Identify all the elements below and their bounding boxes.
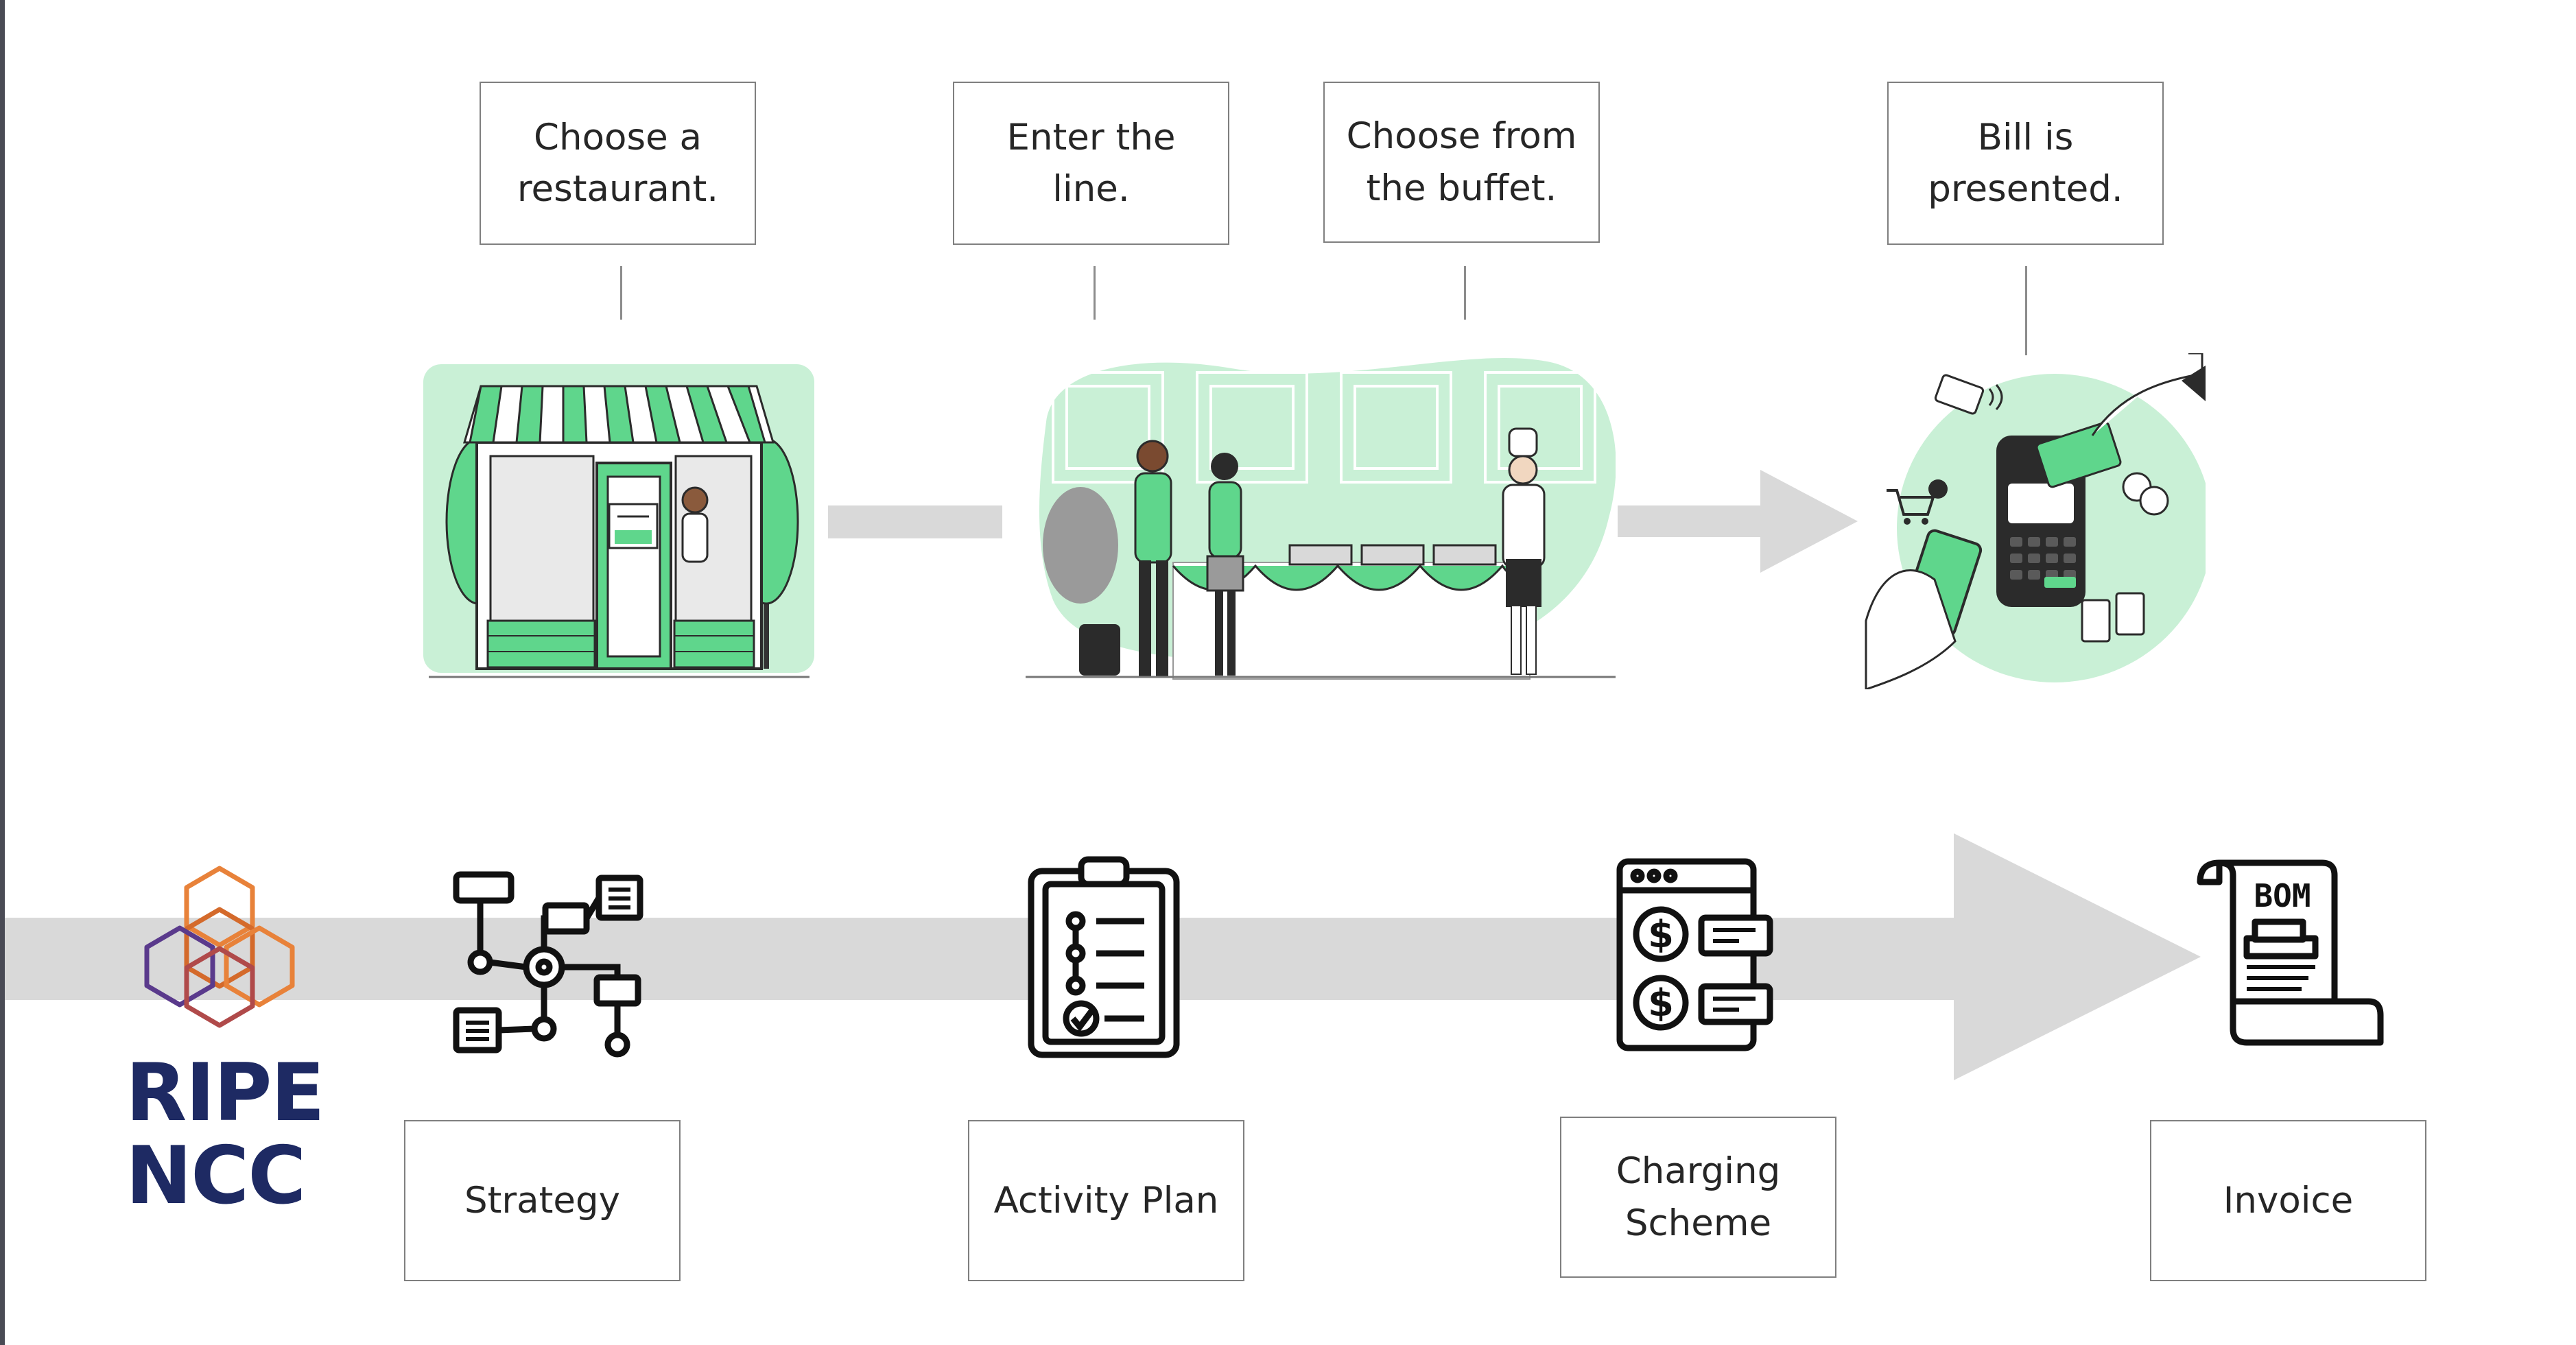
step-label-choose-buffet: Choose from the buffet. [1323,82,1600,243]
process-label-activity-plan: Activity Plan [968,1120,1244,1281]
logo-text-ncc: NCC [126,1130,305,1213]
credit-card-icon [1934,374,2003,415]
connector-line [1094,266,1096,320]
process-label-strategy: Strategy [404,1120,681,1281]
logo-text-ripe: RIPE [126,1047,324,1139]
buffet-line-icon [1026,358,1616,680]
plant-icon [1043,487,1120,676]
receipt-icon [2081,592,2145,643]
person-icon [1206,453,1244,676]
payment-terminal-icon [1865,353,2206,689]
svg-text:$: $ [1648,913,1674,956]
process-label-charging-scheme: Charging Scheme [1560,1117,1836,1278]
storefront-icon [423,364,814,678]
connector-line [1464,266,1466,320]
flowchart-icon [453,871,643,1058]
pricing-page-icon: $$ [1616,858,1773,1051]
step-label-enter-line: Enter the line. [953,82,1229,245]
person-icon [1134,440,1172,677]
connector-line [2025,266,2027,355]
ripe-ncc-logo: RIPE NCC [126,866,325,1213]
arrow-right-icon [1618,470,1858,573]
step-label-choose-restaurant: Choose a restaurant. [480,82,756,245]
ripe-ncc-logo-icon [144,866,295,1028]
process-label-invoice: Invoice [2150,1120,2426,1281]
connector-bar [828,505,1002,538]
connector-line [620,266,622,320]
step-label-bill-presented: Bill is presented. [1887,82,2164,245]
clipboard-checklist-icon [1028,856,1180,1058]
left-border [0,0,5,1345]
svg-text:$: $ [1648,981,1674,1025]
svg-text:BOM: BOM [2254,877,2311,914]
chef-icon [1502,427,1546,675]
process-arrow-head-icon [1954,833,2201,1080]
shopping-cart-icon [1887,479,1948,525]
bom-receipt-icon: BOM [2197,859,2384,1046]
coins-icon [2122,472,2169,516]
